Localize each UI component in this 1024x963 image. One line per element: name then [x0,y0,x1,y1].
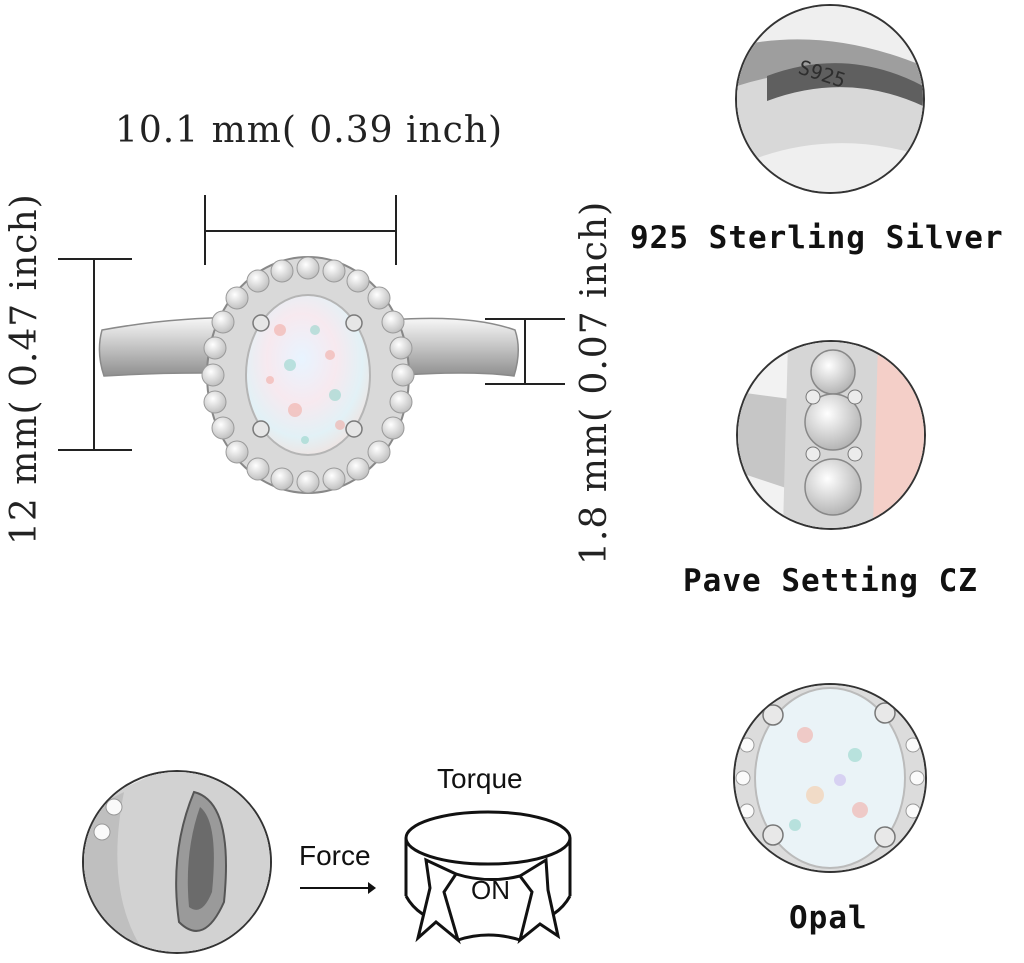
on-label: ON [471,875,510,905]
torque-label: Torque [437,763,523,794]
height-dimension-line [58,258,132,452]
sterling-silver-closeup: S925 [735,4,925,194]
pave-setting-caption: Pave Setting CZ [683,563,978,599]
height-dimension-label: 12 mm( 0.47 inch) [4,193,45,545]
band-interior-closeup [82,770,272,954]
ring-illustration [90,180,530,560]
torque-band-icon [398,800,578,950]
pave-setting-closeup [736,340,926,530]
force-label: Force [299,840,371,871]
band-dimension-line [485,318,565,386]
opal-closeup [733,683,927,873]
sterling-silver-caption: 925 Sterling Silver [630,220,1004,256]
band-dimension-label: 1.8 mm( 0.07 inch) [574,200,615,565]
width-dimension-label: 10.1 mm( 0.39 inch) [115,110,504,151]
width-dimension-line [204,195,398,265]
opal-caption: Opal [789,900,868,936]
force-arrow-icon [300,880,376,896]
